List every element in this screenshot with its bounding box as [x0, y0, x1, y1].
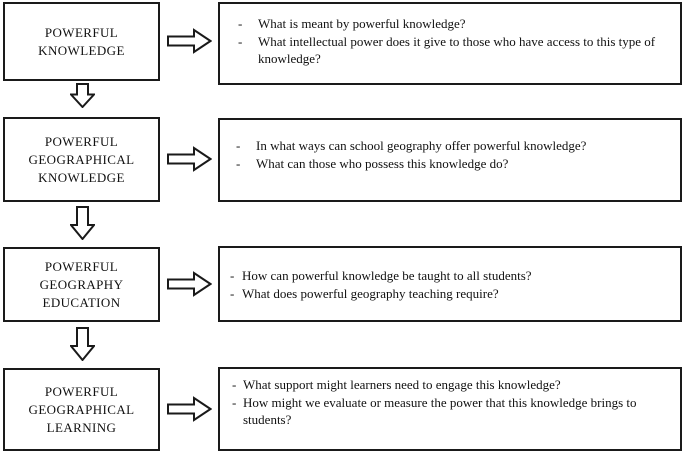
list-item: - What intellectual power does it give t…: [238, 33, 672, 68]
question-text: In what ways can school geography offer …: [256, 138, 587, 153]
bullet-dash: -: [232, 394, 237, 410]
list-item: - What is meant by powerful knowledge?: [238, 15, 672, 33]
down-block-arrow-icon: [70, 206, 95, 240]
right-block-arrow-icon: [167, 271, 212, 297]
list-item: - What support might learners need to en…: [232, 376, 672, 394]
down-block-arrow-icon: [70, 327, 95, 361]
question-box-powerful-knowledge: - What is meant by powerful knowledge? -…: [218, 2, 682, 85]
list-item: - In what ways can school geography offe…: [236, 137, 672, 155]
bullet-dash: -: [236, 155, 241, 171]
question-text: How might we evaluate or measure the pow…: [243, 394, 637, 428]
concept-box-powerful-geographical-learning: POWERFUL GEOGRAPHICAL LEARNING: [3, 368, 160, 451]
question-text: What is meant by powerful knowledge?: [258, 16, 466, 31]
list-item: - What can those who possess this knowle…: [236, 155, 672, 173]
question-list: - In what ways can school geography offe…: [236, 137, 672, 172]
question-box-powerful-geographical-knowledge: - In what ways can school geography offe…: [218, 118, 682, 202]
concept-box-powerful-knowledge: POWERFUL KNOWLEDGE: [3, 2, 160, 81]
list-item: - How might we evaluate or measure the p…: [232, 394, 672, 429]
question-text: What support might learners need to enga…: [243, 377, 561, 392]
question-box-powerful-geography-education: - How can powerful knowledge be taught t…: [218, 246, 682, 322]
question-list: - What is meant by powerful knowledge? -…: [238, 15, 672, 68]
question-text: What can those who possess this knowledg…: [256, 155, 509, 171]
question-text: What does powerful geography teaching re…: [242, 285, 499, 301]
concept-box-powerful-geography-education: POWERFUL GEOGRAPHY EDUCATION: [3, 247, 160, 322]
bullet-dash: -: [230, 268, 235, 283]
list-item: - How can powerful knowledge be taught t…: [230, 267, 672, 285]
bullet-dash: -: [238, 33, 243, 49]
question-box-powerful-geographical-learning: - What support might learners need to en…: [218, 367, 682, 451]
question-list: - How can powerful knowledge be taught t…: [230, 267, 672, 302]
list-item: - What does powerful geography teaching …: [230, 285, 672, 303]
bullet-dash: -: [230, 285, 235, 301]
right-block-arrow-icon: [167, 396, 212, 422]
question-text: What intellectual power does it give to …: [258, 33, 656, 67]
question-list: - What support might learners need to en…: [232, 376, 672, 429]
right-block-arrow-icon: [167, 28, 212, 54]
question-text: How can powerful knowledge be taught to …: [242, 268, 532, 283]
bullet-dash: -: [232, 377, 237, 392]
bullet-dash: -: [236, 138, 241, 153]
bullet-dash: -: [238, 16, 243, 31]
right-block-arrow-icon: [167, 146, 212, 172]
down-block-arrow-icon: [70, 83, 95, 108]
concept-box-powerful-geographical-knowledge: POWERFUL GEOGRAPHICAL KNOWLEDGE: [3, 117, 160, 202]
